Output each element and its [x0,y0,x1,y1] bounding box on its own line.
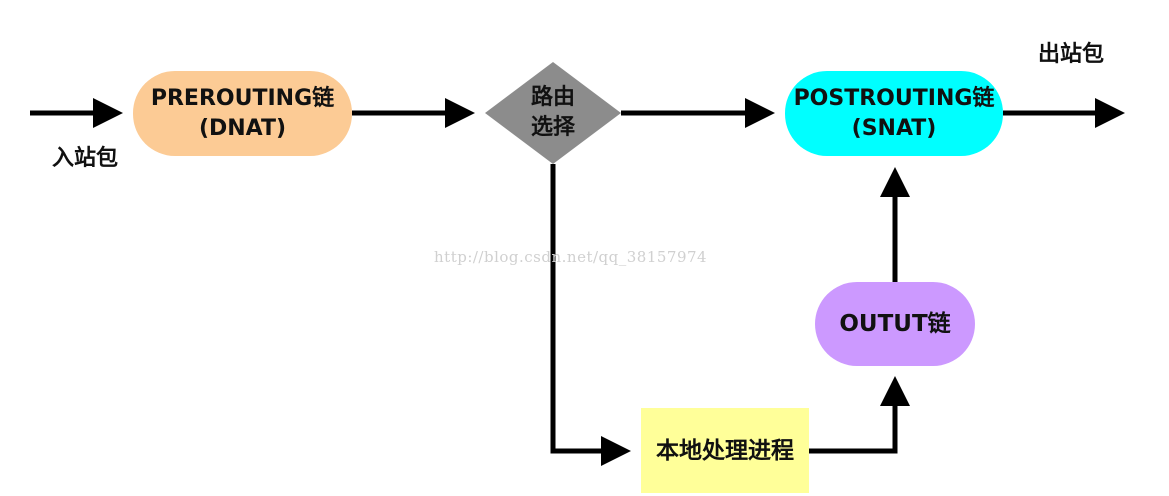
outgoing-packet-label: 出站包 [1038,42,1105,67]
local-process-label: 本地处理进程 [656,437,794,464]
routing-decision-diamond [485,62,621,164]
postrouting-label: POSTROUTING链 [793,85,995,111]
prerouting-chain-node: PREROUTING链 (DNAT) [133,71,352,156]
prerouting-label: PREROUTING链 [150,85,335,111]
output-chain-node: OUTUT链 [815,282,975,366]
arrow-local-to-output [809,376,910,454]
prerouting-sublabel: (DNAT) [198,115,287,141]
routing-label-line1: 路由 [530,85,575,110]
watermark-text: http://blog.csdn.net/qq_38157974 [434,248,708,266]
arrow-routing-to-local [550,164,631,466]
postrouting-sublabel: (SNAT) [851,115,937,141]
postrouting-chain-node: POSTROUTING链 (SNAT) [785,71,1003,156]
incoming-packet-label: 入站包 [52,146,119,171]
routing-decision-label: 路由 选择 [497,80,609,146]
local-process-node: 本地处理进程 [641,408,809,493]
output-label: OUTUT链 [839,311,951,337]
routing-label-line2: 选择 [530,115,575,140]
